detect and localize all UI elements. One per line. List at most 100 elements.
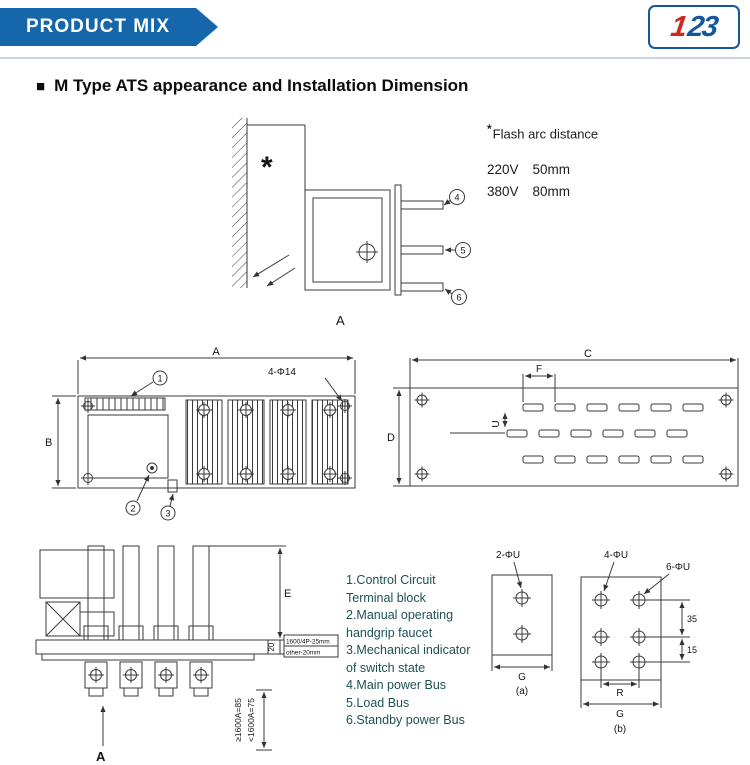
dim-20-label: 20 [267,642,276,651]
height-dimensions-rotated: ≥1600A=85 <1600A=75 [233,689,272,751]
section-arrow-a: A [96,706,106,764]
dimension-d: D [387,387,410,487]
mechanism-blocks [39,549,115,637]
dimension-f: F [522,364,556,402]
flash-arc-title-text: Flash arc distance [492,126,599,142]
dimension-20: 20 [267,640,286,655]
callout-3: 3 [160,493,176,521]
callout-5: 5 [445,242,471,258]
dimension-c: C [409,348,739,388]
dim-a-label: A [212,346,220,358]
banner-label: PRODUCT MIX [26,16,170,37]
callout-4: 4 [443,189,465,206]
arc-chutes [185,399,349,485]
legend-line: 6.Standby power Bus [346,713,465,727]
wall-hatching [232,118,248,288]
pattern-a-caption: (a) [516,686,528,697]
pattern-b-dim-g: G [580,680,662,720]
dimension-e: E [209,545,291,641]
pattern-b-caption: (b) [614,724,626,735]
logo-digits-23: 23 [686,10,720,43]
pattern-b-hole-note-6: 6-ΦU [666,562,690,573]
flash-arc-row-220: 220V 50mm [487,159,598,181]
header-divider [0,57,750,59]
callout-1: 1 [130,370,168,397]
brand-logo: 1 23 [648,5,740,49]
mount-bracket [247,124,306,190]
top-view-drawing: C F D [387,348,739,487]
legend-line: 5.Load Bus [346,695,410,710]
dimension-u: U [450,413,508,434]
product-mix-banner: PRODUCT MIX [0,8,218,46]
bottom-terminals [84,661,213,697]
pattern-b-hole-note-4: 4-ΦU [604,550,628,561]
pattern-a-plate [491,574,553,656]
view-label-a: A [336,313,345,328]
legend-line: 3.Mechanical indicator [346,643,471,657]
arc-distance-arrows [252,254,296,287]
busbar-notes: 1600/4P-25mm other-20mm [283,634,339,658]
legend-line: 4.Main power Bus [346,678,447,692]
pattern-a-holes [513,589,531,643]
side-profile-drawing: E 20 1600/4P-25mm other-20mm ≥1600A=85 <… [35,545,339,764]
callout-5-label: 5 [460,246,465,256]
note-other: other-20mm [286,650,320,657]
flash-arc-note: *Flash arc distance 220V 50mm 380V 80mm [487,122,598,203]
pattern-b-plate [580,576,662,681]
callout-3-label: 3 [165,509,170,519]
dim-u-label: U [491,420,502,427]
section-title: ■ M Type ATS appearance and Installation … [36,76,468,96]
dim-d-label: D [387,432,395,444]
terminal-bars [400,200,444,292]
rot-dim-lt1600: <1600A=75 [246,698,256,742]
front-body [77,395,356,493]
title-bullet: ■ [36,78,46,95]
hole-pattern-b-drawing: 4-ΦU 6-ΦU 35 15 R [580,550,697,735]
parts-legend: 1.Control Circuit Terminal block 2.Manua… [346,572,470,730]
callout-6-label: 6 [456,293,461,303]
hole-note-label: 4-Φ14 [268,367,296,378]
hole-pattern-a-drawing: 2-ΦU G (a) [491,550,553,697]
hole-note-4xphi14: 4-Φ14 [268,367,343,402]
pattern-b-dim-g-label: G [616,709,624,720]
pattern-a-dim-g-label: G [518,672,526,683]
voltage-380: 380V [487,184,519,200]
side-view-drawing: * 4 5 6 [232,118,471,328]
voltage-220: 220V [487,162,519,178]
flash-arc-title: *Flash arc distance [487,122,598,141]
dim-e-label: E [284,588,291,600]
flash-arc-row-380: 380V 80mm [487,181,598,203]
flash-arc-star: * [487,122,492,136]
pattern-b-dim-r: R [600,668,640,699]
dim-c-label: C [584,348,592,360]
callout-4-label: 4 [454,193,459,203]
pattern-b-holes [592,591,648,671]
dim-b-label: B [45,437,52,449]
dim-f-label: F [536,364,542,375]
legend-line: handgrip faucet [346,625,433,640]
note-1600: 1600/4P-25mm [286,639,330,646]
ventilation-slots [506,403,704,464]
dimension-a: A [77,346,356,394]
pattern-b-dim-35-label: 35 [687,614,697,624]
legend-line: Terminal block [346,590,426,605]
distance-50: 50mm [532,162,571,178]
pattern-a-hole-note: 2-ΦU [496,550,520,561]
vertical-bus-bars [83,545,214,641]
ats-body-side [304,184,402,296]
section-a-label: A [96,749,106,764]
callout-6: 6 [444,288,467,305]
title-text: M Type ATS appearance and Installation D… [54,76,469,95]
rot-dim-ge1600: ≥1600A=85 [233,698,243,742]
distance-80: 80mm [532,184,571,200]
dimension-b: B [45,395,76,489]
top-body [409,387,739,487]
legend-line: of switch state [346,660,426,675]
pattern-b-dim-15-label: 15 [687,645,697,655]
front-view-drawing: A B [45,346,356,521]
legend-line: 2.Manual operating [346,608,454,622]
base-plate [35,639,269,661]
callout-1-label: 1 [157,374,162,384]
callout-2: 2 [125,474,150,516]
